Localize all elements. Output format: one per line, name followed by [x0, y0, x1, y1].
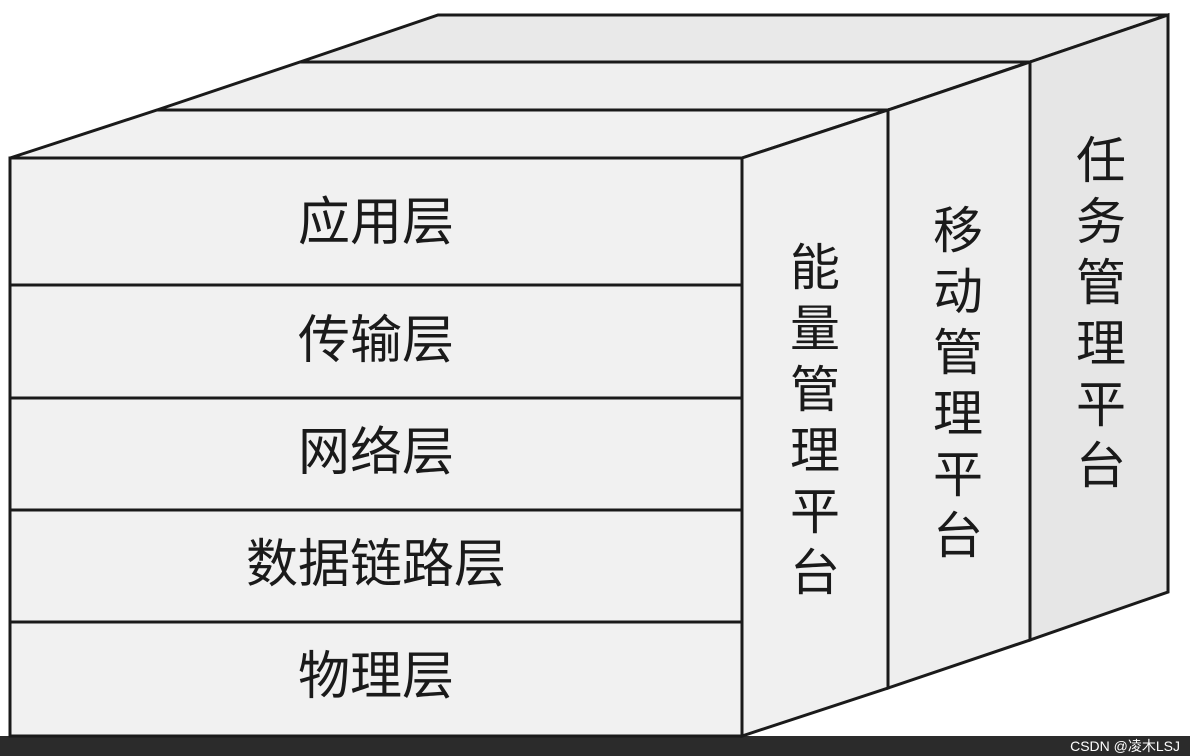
platform-label-char: 台 — [1076, 437, 1126, 495]
platform-label-char: 平 — [933, 446, 983, 504]
top-face-mobility-slab — [156, 60, 1031, 112]
platform-label-char: 平 — [1076, 376, 1126, 434]
watermark-strip — [0, 736, 1190, 756]
layer-label-data-link: 数据链路层 — [246, 535, 506, 595]
platform-label-char: 能 — [790, 239, 840, 297]
platform-label-char: 务 — [1076, 193, 1126, 251]
top-face-energy-slab — [9, 108, 889, 160]
platform-label-char: 管 — [790, 361, 840, 419]
top-face-task-slab — [299, 13, 1169, 64]
platform-label-char: 动 — [933, 263, 983, 321]
platform-label-char: 量 — [790, 300, 840, 358]
platform-label-char: 管 — [933, 324, 983, 382]
platform-label-char: 理 — [790, 422, 840, 480]
watermark-text: CSDN @凌木LSJ — [1070, 738, 1180, 754]
platform-label-char: 台 — [790, 544, 840, 602]
layer-label-network: 网络层 — [298, 423, 454, 483]
platform-label-char: 台 — [933, 507, 983, 565]
layer-label-transport: 传输层 — [298, 311, 454, 371]
platform-label-char: 移 — [933, 202, 983, 260]
layer-label-physical: 物理层 — [298, 647, 454, 707]
platform-label-char: 理 — [933, 385, 983, 443]
platform-label-char: 平 — [790, 483, 840, 541]
platform-label-char: 理 — [1076, 315, 1126, 373]
front-face — [8, 156, 744, 738]
platform-label-char: 管 — [1076, 254, 1126, 312]
platform-label-char: 任 — [1076, 132, 1126, 190]
layer-label-application: 应用层 — [298, 193, 454, 253]
